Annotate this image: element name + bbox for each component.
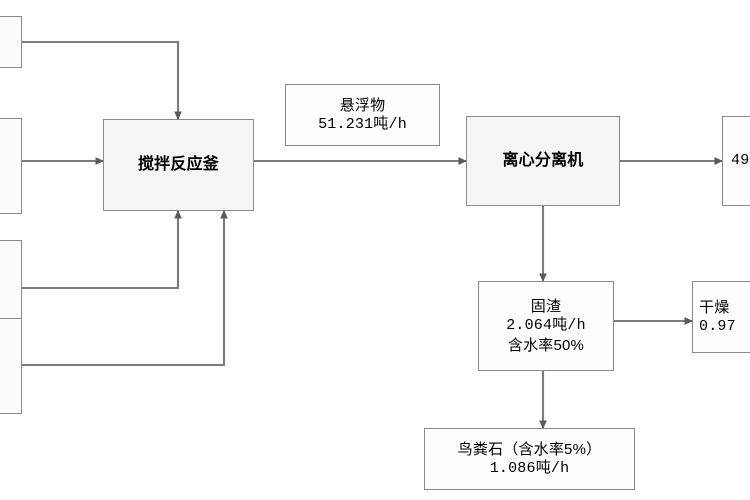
node-struvite-product-rate: 1.086吨/h bbox=[489, 460, 570, 477]
node-left-partial-d bbox=[0, 318, 22, 414]
node-centrifugal-separator-label: 离心分离机 bbox=[502, 151, 584, 169]
node-struvite-product[interactable]: 鸟粪石（含水率5%） 1.086吨/h bbox=[424, 428, 635, 490]
node-suspended-solids-title: 悬浮物 bbox=[339, 96, 386, 114]
connector-left-c-to-reactor-bottom bbox=[22, 209, 182, 290]
node-right-partial-dryer-title: 干燥 bbox=[699, 298, 730, 316]
node-solid-residue-moisture: 含水率50% bbox=[507, 336, 585, 354]
node-solid-residue-rate: 2.064吨/h bbox=[506, 317, 586, 335]
node-stirred-reactor-label: 搅拌反应釜 bbox=[137, 155, 219, 173]
node-right-partial-dryer-value: 0.97 bbox=[699, 318, 736, 335]
node-left-partial-a bbox=[0, 16, 22, 68]
node-suspended-solids-rate: 51.231吨/h bbox=[318, 116, 407, 133]
node-solid-residue[interactable]: 固渣 2.064吨/h 含水率50% bbox=[478, 281, 614, 371]
node-solid-residue-title: 固渣 bbox=[530, 298, 562, 316]
node-suspended-solids[interactable]: 悬浮物 51.231吨/h bbox=[285, 84, 440, 146]
node-left-partial-b bbox=[0, 118, 22, 214]
node-stirred-reactor[interactable]: 搅拌反应釜 bbox=[103, 119, 254, 211]
node-struvite-product-title: 鸟粪石（含水率5%） bbox=[457, 440, 602, 458]
connector-left-d-to-reactor-bottom2 bbox=[22, 209, 228, 367]
node-right-partial-top-value: 49 bbox=[731, 152, 750, 170]
node-right-partial-dryer[interactable]: 干燥 0.97 bbox=[692, 281, 750, 353]
connector-left-a-to-reactor-top bbox=[22, 40, 182, 121]
node-right-partial-top[interactable]: 49 bbox=[722, 116, 750, 206]
node-centrifugal-separator[interactable]: 离心分离机 bbox=[466, 116, 620, 206]
